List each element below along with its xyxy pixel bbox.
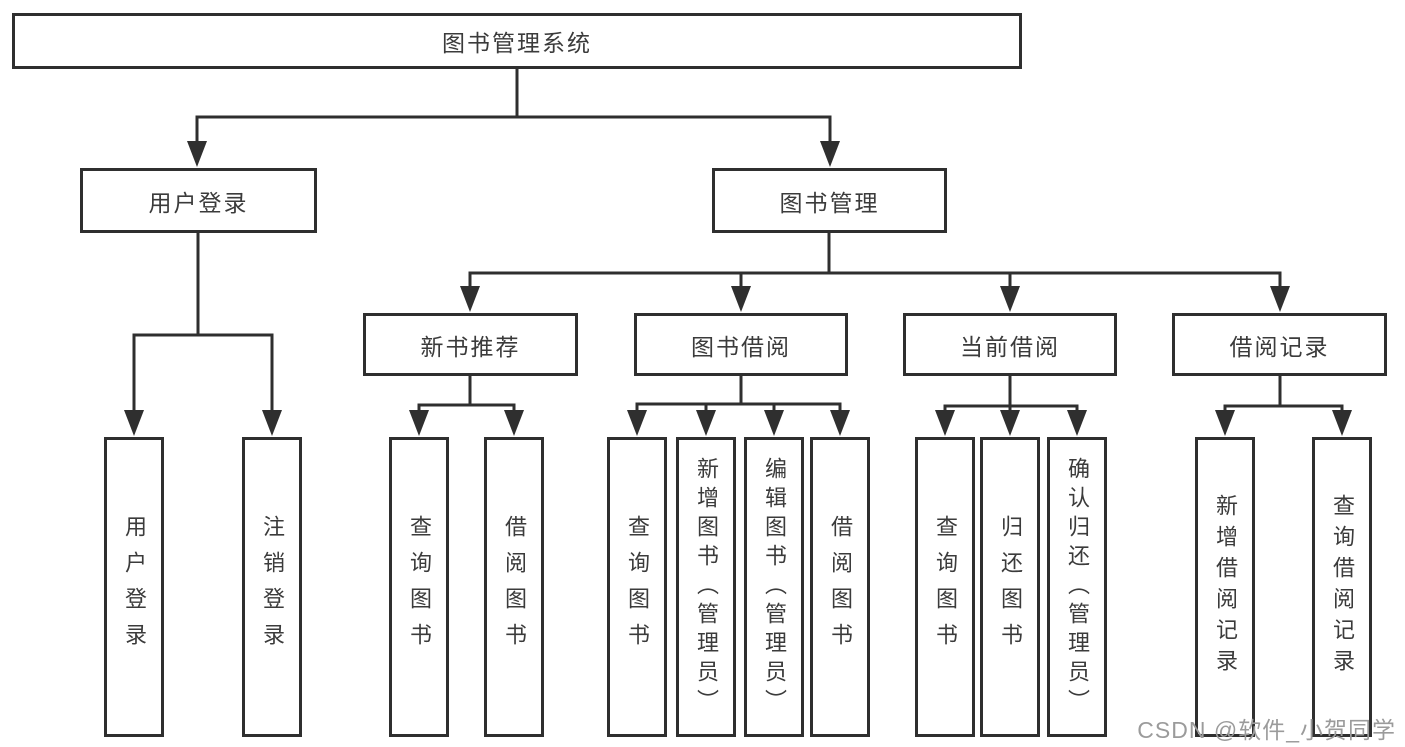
leaf-add-book-admin: 新增图书（管理员） xyxy=(676,437,736,737)
leaf-borrow-books-borrow: 借阅图书 xyxy=(810,437,870,737)
leaf-return-books: 归还图书 xyxy=(980,437,1040,737)
leaf-logout: 注销登录 xyxy=(242,437,302,737)
leaf-edit-book-admin: 编辑图书（管理员） xyxy=(744,437,804,737)
leaf-query-books-borrow: 查询图书 xyxy=(607,437,667,737)
leaf-user-login: 用户登录 xyxy=(104,437,164,737)
leaf-confirm-return-admin: 确认归还（管理员） xyxy=(1047,437,1107,737)
node-book-management: 图书管理 xyxy=(712,168,947,233)
leaf-add-borrow-record: 新增借阅记录 xyxy=(1195,437,1255,737)
node-book-management-label: 图书管理 xyxy=(779,189,880,216)
watermark: CSDN @软件_小贺同学 xyxy=(1137,717,1396,743)
node-root: 图书管理系统 xyxy=(12,13,1022,69)
node-book-borrow-label: 图书借阅 xyxy=(691,333,791,360)
leaf-query-books-recommend: 查询图书 xyxy=(389,437,449,737)
node-current-borrow: 当前借阅 xyxy=(903,313,1117,376)
node-book-borrow: 图书借阅 xyxy=(634,313,848,376)
node-borrow-records: 借阅记录 xyxy=(1172,313,1387,376)
leaf-query-books-current: 查询图书 xyxy=(915,437,975,737)
node-user-login-label: 用户登录 xyxy=(148,189,249,216)
node-current-borrow-label: 当前借阅 xyxy=(960,333,1060,360)
node-user-login: 用户登录 xyxy=(80,168,317,233)
node-borrow-records-label: 借阅记录 xyxy=(1229,333,1330,360)
leaf-borrow-books-recommend: 借阅图书 xyxy=(484,437,544,737)
node-root-label: 图书管理系统 xyxy=(442,30,592,56)
node-new-book-recommend-label: 新书推荐 xyxy=(420,333,521,360)
leaf-query-borrow-record: 查询借阅记录 xyxy=(1312,437,1372,737)
node-new-book-recommend: 新书推荐 xyxy=(363,313,578,376)
